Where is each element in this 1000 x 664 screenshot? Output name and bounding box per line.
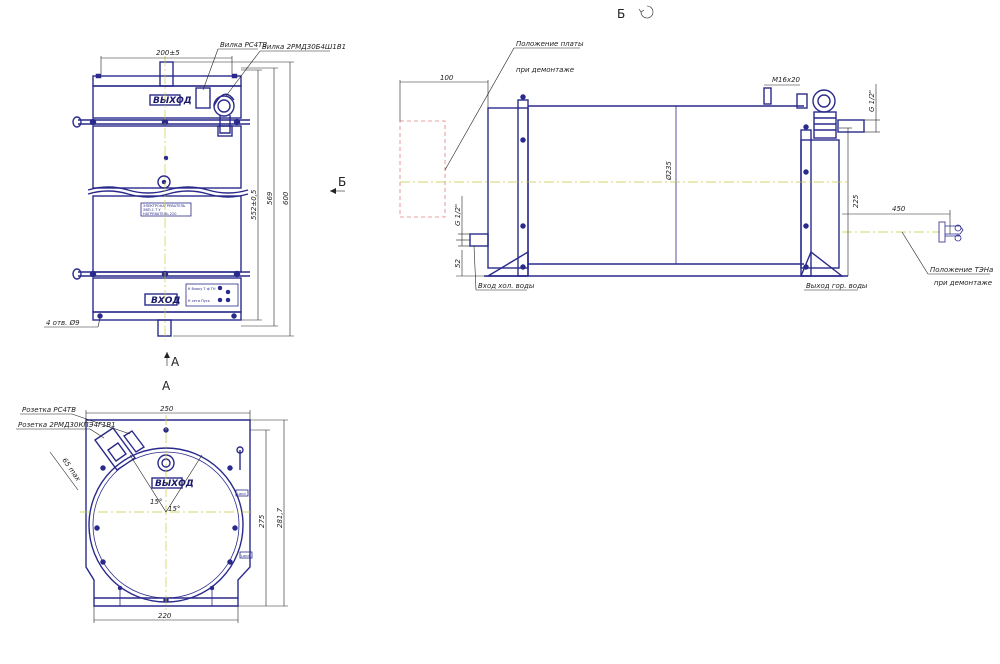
rotation-arrow-icon (638, 8, 645, 13)
view-b-title: Б (617, 5, 654, 21)
dim-552: 552±0,5 (250, 189, 258, 220)
nameplate-line-1: ЭЛЕКТРОНАГРЕВАТЕЛЬ (143, 204, 186, 208)
nameplate-line-2: ЭВП-1 Т У (143, 208, 161, 212)
dim-225: 225 (852, 194, 860, 208)
dim-235: Ø235 (665, 161, 673, 181)
label-plate-pos-1: Положение платы (516, 40, 584, 48)
dim-65: 65 max (60, 457, 82, 484)
front-view: ВЫХОД ЭЛЕКТРОНАГРЕВАТЕЛЬ ЭВП-1 Т У НАГРЕ… (44, 41, 346, 340)
label-socket-2: Розетка 2РМД30КПЭ4Г1В1 (18, 421, 116, 429)
front-plate-in (144, 293, 178, 306)
dim-275: 275 (258, 514, 266, 528)
view-a-arrow-text: А (171, 355, 180, 369)
bottom-view: ВЫХОД Land Land 15° 15° 250 220 275 281,… (16, 405, 288, 623)
view-b-title-text: Б (617, 7, 625, 21)
front-plate-out-text: ВЫХОД (153, 96, 192, 106)
dim-g12-left: G 1/2" (454, 204, 462, 226)
dim-100: 100 (440, 74, 454, 82)
dim-m16: М16х20 (772, 76, 801, 84)
label-hot-out: Выход гор. воды (806, 282, 868, 290)
label-ten-pos-2: при демонтаже (934, 279, 992, 287)
dim-15a: 15° (150, 498, 162, 506)
small-tag-2: Land (241, 554, 250, 558)
connector-2rmd (213, 95, 235, 117)
view-a-marker: А А (162, 352, 180, 393)
label-output-rs4tv: Вилка РС4ТВ (220, 41, 267, 49)
label-plate-pos-2: при демонтаже (516, 66, 574, 74)
view-a-title-text: А (162, 379, 171, 393)
view-b-marker-text: Б (338, 175, 346, 189)
view-b-marker: Б (330, 175, 346, 194)
holes-label: 4 отв. Ø9 (46, 319, 80, 327)
nameplate-line-3: НАГРЕВАТЕЛЬ 220 (143, 212, 176, 216)
dim-top: 200±5 (156, 49, 180, 57)
dim-569: 569 (266, 191, 274, 205)
label-socket-1: Розетка РС4ТВ (22, 406, 76, 414)
dim-52: 52 (454, 259, 462, 268)
bottom-plate-out-text: ВЫХОД (155, 479, 194, 489)
dim-220: 220 (158, 612, 172, 620)
dim-600: 600 (282, 191, 290, 205)
connector-rs4tv (195, 87, 211, 109)
small-tag: Land (237, 492, 246, 496)
dim-450: 450 (892, 205, 906, 213)
label-ten-pos-1: Положение ТЭНа (930, 266, 993, 274)
terminal-block (185, 283, 239, 307)
side-view: 100 Положение платы при демонтаже (399, 40, 993, 291)
dim-g12-top: G 1/2" (868, 90, 876, 112)
label-cold-in: Вход хол. воды (478, 282, 535, 290)
label-output-2rmd: Вилка 2РМД30Б4Ш1В1 (262, 43, 346, 51)
rotation-icon (640, 5, 654, 19)
front-plate-in-text: ВХОД (151, 296, 180, 306)
dim-250: 250 (160, 405, 174, 413)
bottom-plate-out (151, 477, 183, 489)
terminal-row-2: К сети Пуск (188, 299, 210, 303)
dim-15b: 15° (168, 505, 180, 513)
nameplate (140, 202, 192, 217)
dim-281: 281,7 (276, 507, 284, 528)
terminal-row-1: К блоку Т ф ТН (188, 287, 216, 291)
